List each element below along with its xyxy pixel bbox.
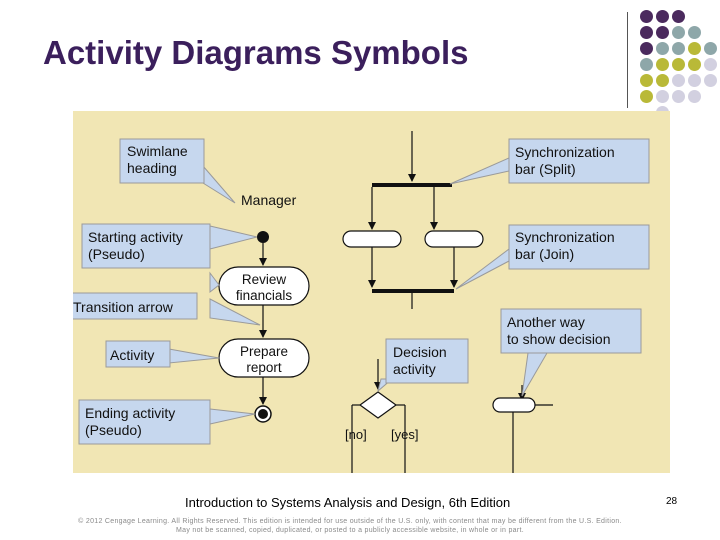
svg-text:Transition arrow: Transition arrow [73, 299, 174, 315]
activity-diagram-figure: Manager Review financials Prepare report… [73, 111, 670, 473]
svg-text:Synchronization: Synchronization [515, 144, 615, 160]
parallel-activity-1 [342, 230, 402, 248]
pointer-review [209, 271, 220, 294]
slide-title: Activity Diagrams Symbols [43, 34, 469, 71]
svg-text:Swimlane: Swimlane [127, 143, 188, 159]
footer-text: Introduction to Systems Analysis and Des… [185, 495, 511, 510]
review-label-2: financials [236, 288, 293, 303]
divider-line [627, 12, 628, 108]
activity-review-financials [218, 266, 310, 306]
svg-text:Activity: Activity [110, 347, 154, 363]
parallel-activity-2 [424, 230, 484, 248]
callout-decision-activity: Decision activity [385, 338, 469, 384]
svg-text:bar (Join): bar (Join) [515, 246, 574, 262]
copyright-line-2: May not be scanned, copied, duplicated, … [176, 527, 524, 534]
prepare-label-1: Prepare [240, 344, 288, 359]
review-label-1: Review [242, 272, 287, 287]
svg-text:(Pseudo): (Pseudo) [85, 422, 142, 438]
copyright-line-1: © 2012 Cengage Learning. All Rights Rese… [78, 518, 622, 525]
svg-text:Synchronization: Synchronization [515, 229, 615, 245]
initial-node [257, 231, 269, 243]
callout-starting-activity: Starting activity (Pseudo) [81, 223, 211, 269]
sync-bar-split [372, 183, 452, 187]
svg-text:heading: heading [127, 160, 177, 176]
swimlane-heading-label: Manager [241, 192, 297, 208]
decision-node [358, 391, 398, 419]
callout-ending-activity: Ending activity (Pseudo) [78, 399, 211, 445]
prepare-label-2: report [246, 360, 282, 375]
svg-text:Decision: Decision [393, 344, 447, 360]
page-number: 28 [666, 496, 678, 507]
callout-transition-arrow: Transition arrow [73, 292, 198, 320]
guard-yes-label: [yes] [391, 427, 418, 442]
pointer-transition [209, 298, 261, 326]
svg-text:(Pseudo): (Pseudo) [88, 246, 145, 262]
final-node-inner [258, 409, 268, 419]
svg-text:activity: activity [393, 361, 436, 377]
copyright-notice: © 2012 Cengage Learning. All Rights Rese… [50, 517, 650, 535]
callout-swimlane-heading: Swimlane heading [119, 138, 205, 184]
sync-bar-join [372, 289, 454, 293]
callout-activity: Activity [105, 340, 171, 368]
decision-activity-alt [492, 397, 536, 413]
guard-no-label: [no] [345, 427, 367, 442]
svg-text:Another way: Another way [507, 314, 585, 330]
svg-text:bar (Split): bar (Split) [515, 161, 576, 177]
callout-sync-split: Synchronization bar (Split) [508, 138, 650, 184]
svg-text:Ending activity: Ending activity [85, 405, 175, 421]
svg-text:Starting activity: Starting activity [88, 229, 183, 245]
svg-text:to show decision: to show decision [507, 331, 611, 347]
callout-another-way: Another way to show decision [500, 308, 642, 354]
callout-sync-join: Synchronization bar (Join) [508, 224, 650, 270]
